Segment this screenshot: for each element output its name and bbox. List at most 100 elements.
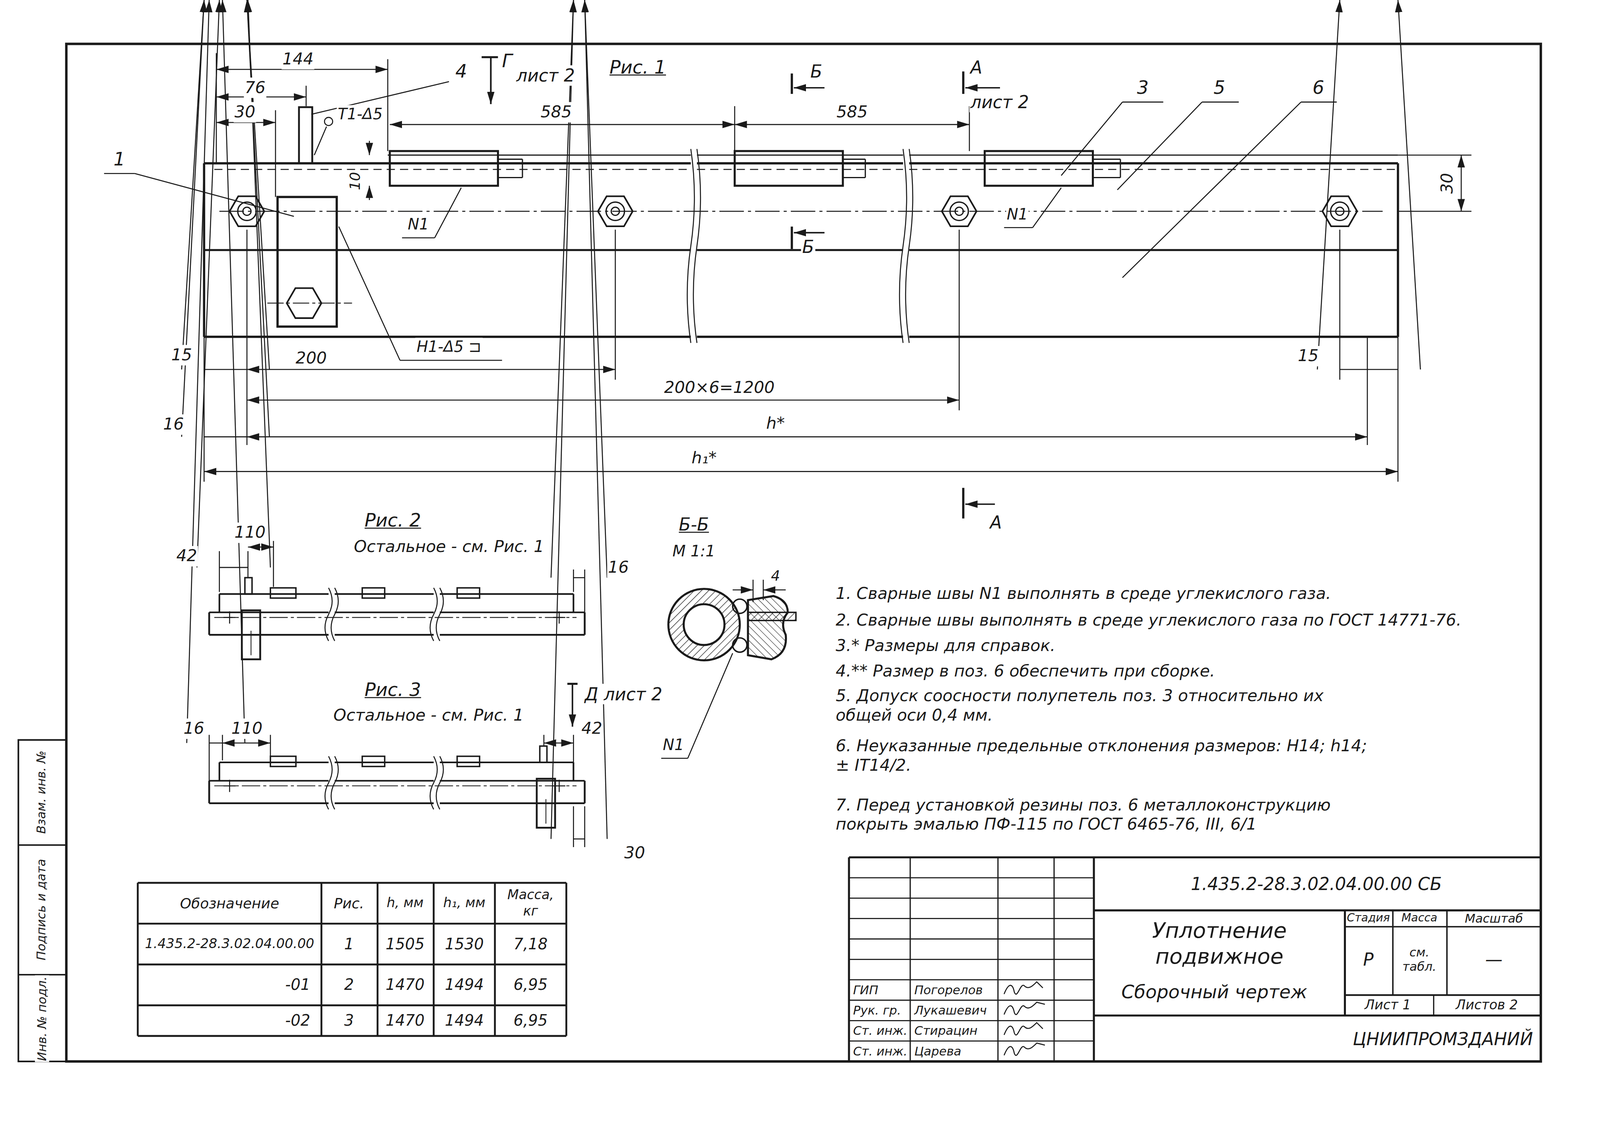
figure-caption: М 1:1 [671, 541, 717, 561]
table-cell: 1505 [384, 934, 426, 954]
dimension-line [203, 436, 247, 438]
bolt-circle [1335, 207, 1344, 216]
hidden-line [214, 168, 691, 171]
table-cell: 1470 [384, 975, 426, 994]
part-outline [583, 612, 586, 635]
pin-part [539, 745, 548, 763]
weld-symbol [732, 598, 748, 614]
dimension-value: 30 [233, 102, 257, 123]
arrow-line [732, 589, 754, 591]
part-outline [1396, 163, 1400, 337]
title-block-rule [1344, 994, 1541, 996]
title-block-text: Р [1362, 948, 1375, 970]
weld-mark: N1 [662, 735, 686, 754]
weld-mark: Т1-Δ5 [336, 104, 384, 124]
dimension-line [248, 546, 274, 548]
arrow-line [181, 0, 204, 437]
extension-line [218, 551, 220, 593]
extension-line [1339, 229, 1341, 380]
section-mark-label: лист 2 [515, 65, 576, 86]
arrow-line [1317, 0, 1340, 370]
arrow-line [794, 87, 825, 89]
hinge-half [362, 756, 385, 767]
dimension-value: h* [765, 413, 787, 434]
arrow-line [571, 683, 574, 727]
title-block-text: Масса [1400, 911, 1439, 926]
technical-note: 3.* Размеры для справок. [834, 635, 1539, 656]
arrow-line [965, 87, 1000, 89]
break-line [693, 149, 701, 344]
title-block-text: Рук. гр. [852, 1002, 903, 1018]
bolt-circle [949, 201, 969, 221]
part-outline [1119, 159, 1121, 178]
arrow-line [794, 231, 825, 234]
part-outline [439, 593, 574, 595]
weld-symbol [732, 637, 748, 653]
leader-line [1122, 101, 1164, 103]
center-line [545, 798, 547, 824]
dimension-line [246, 436, 1368, 438]
bolt-circle [611, 207, 620, 216]
dimension-value: 110 [233, 522, 267, 543]
extension-line [269, 734, 272, 757]
break-line [436, 587, 444, 641]
figure-caption: Рис. 3 [363, 678, 422, 701]
table-cell: 1494 [443, 975, 485, 994]
title-block-text: Стадия [1345, 911, 1391, 926]
technical-note: 6. Неуказанные предельные отклонения раз… [834, 735, 1386, 775]
weld-symbol [324, 117, 333, 126]
plate-section [747, 612, 797, 621]
margin-stamp-text: Подпись и дата [34, 857, 50, 961]
table-cell: Масса, кг [497, 887, 565, 919]
dimension-value: 15 [170, 345, 193, 365]
hex-nut [598, 196, 633, 227]
extension-line [247, 551, 249, 578]
section-mark-label: Д лист 2 [583, 683, 664, 705]
leader-line [338, 226, 400, 361]
tube-section [668, 588, 740, 661]
title-block-text: 1.435.2-28.3.02.04.00.00 СБ [1189, 873, 1443, 894]
dimension-line [573, 838, 585, 840]
part-outline [842, 176, 866, 179]
center-line [214, 785, 577, 787]
extension-line [584, 569, 586, 613]
leader-line [1122, 102, 1301, 278]
center-mark [229, 611, 231, 624]
arrow-line [489, 57, 492, 105]
title-block-text: ГИП [852, 982, 880, 998]
arrow-line [763, 589, 786, 591]
title-block-text: Уплотнение подвижное [1112, 918, 1327, 970]
dimension-value: 585 [539, 102, 573, 123]
dimension-value: 76 [243, 77, 267, 98]
part-outline [439, 779, 585, 782]
extension-line [733, 106, 736, 152]
break-line [687, 149, 695, 344]
hinge-half [734, 151, 843, 186]
signature [1003, 981, 1043, 995]
bracket-part [241, 610, 261, 660]
dimension-value: 585 [835, 102, 869, 123]
part-outline [909, 335, 1399, 338]
title-block-rule [848, 938, 1094, 940]
figure-caption: Рис. 1 [608, 56, 667, 79]
title-block-text: Масштаб [1463, 910, 1524, 926]
title-block-rule [848, 897, 1094, 899]
part-outline [209, 633, 329, 636]
title-block-text: см. табл. [1394, 944, 1444, 974]
callout-number: 6 [1311, 76, 1326, 99]
section-mark [962, 71, 965, 94]
extension-line [1366, 336, 1369, 445]
table-cell: 2 [343, 975, 356, 994]
arrow-line [186, 0, 210, 743]
section-mark [790, 73, 794, 94]
center-line [267, 302, 352, 304]
dimension-line [219, 566, 249, 569]
table-cell: 1530 [443, 934, 485, 954]
hidden-line [697, 168, 903, 171]
part-outline [209, 801, 329, 804]
part-outline [334, 801, 434, 804]
dimension-line [1339, 368, 1399, 371]
bolt-circle [955, 207, 964, 216]
leader-line [134, 173, 294, 217]
part-outline [208, 780, 211, 803]
